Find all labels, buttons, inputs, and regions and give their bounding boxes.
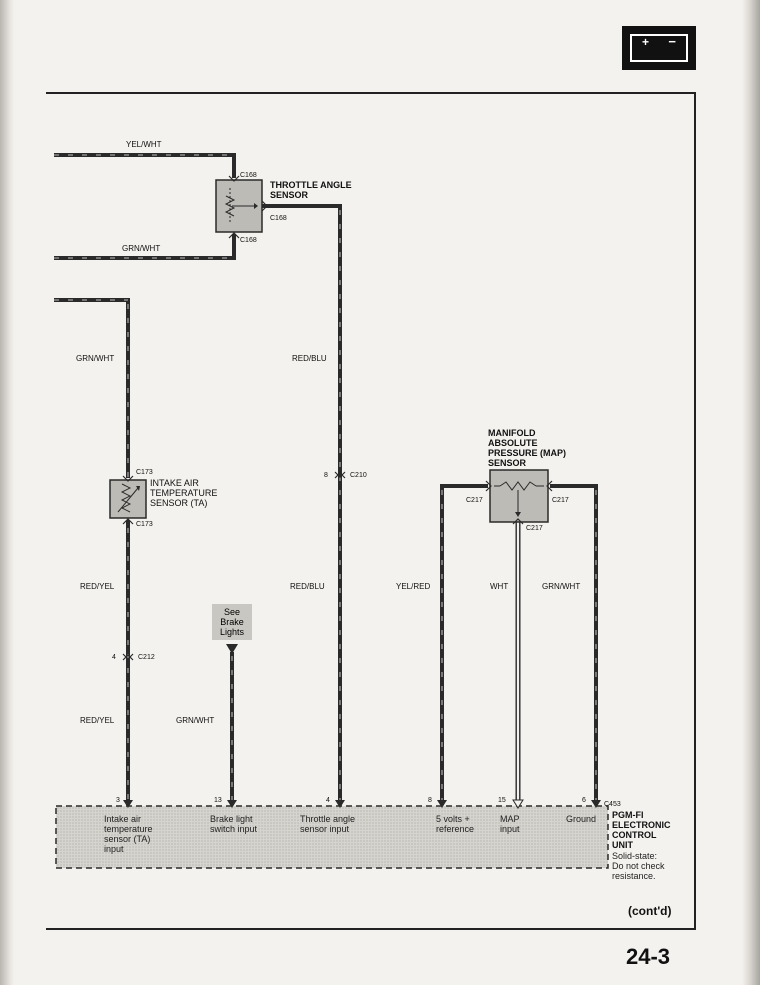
minus-icon: − — [668, 34, 676, 49]
wire-grn-wht-right — [550, 484, 598, 800]
ecu-note-2: Do not check — [612, 861, 665, 871]
frame-top-rule — [46, 92, 696, 94]
ecu-title-4: UNIT — [612, 840, 633, 850]
continued-label: (cont'd) — [628, 904, 672, 918]
ecu-input-throttle: Throttle angle sensor input — [300, 814, 355, 834]
wire-yel-red — [440, 484, 488, 800]
ecu-pin-15: 15 — [498, 797, 506, 804]
ecu-title-3: CONTROL — [612, 830, 657, 840]
ecu-pin-13: 13 — [214, 797, 222, 804]
connector-c217-a: C217 — [466, 497, 483, 504]
connector-c453: C453 — [604, 801, 621, 808]
map-sensor-label-4: SENSOR — [488, 458, 527, 468]
throttle-sensor-label-2: SENSOR — [270, 190, 309, 200]
ecu-note-3: resistance. — [612, 871, 656, 881]
see-brake-lights-reference[interactable]: See Brake Lights — [212, 604, 252, 640]
ecu-input-reference: 5 volts + reference — [436, 814, 474, 834]
wire-yel-wht — [54, 153, 236, 178]
wire-label-red-yel-upper: RED/YEL — [80, 582, 115, 591]
wire-label-grn-wht-brake: GRN/WHT — [176, 716, 215, 725]
ecu-pin-4: 4 — [326, 797, 330, 804]
connector-c210-pin: 8 — [324, 472, 328, 479]
wire-label-grn-wht-left: GRN/WHT — [76, 354, 115, 363]
frame-right-rule — [694, 92, 696, 930]
wire-grn-wht-left — [54, 298, 130, 478]
wire-label-red-yel-lower: RED/YEL — [80, 716, 115, 725]
page-edge-shadow — [742, 0, 760, 985]
connector-c168-b: C168 — [270, 215, 287, 222]
connector-c217-b: C217 — [552, 497, 569, 504]
connector-c168-c: C168 — [240, 237, 257, 244]
ecu-pin-6: 6 — [582, 797, 586, 804]
frame-bottom-rule — [46, 928, 696, 930]
connector-c217-c: C217 — [526, 525, 543, 532]
ecu-note-1: Solid-state: — [612, 851, 658, 861]
ecu-input-intake: Intake air temperature sensor (TA) input — [104, 814, 153, 854]
wire-label-yel-red: YEL/RED — [396, 582, 431, 591]
wire-label-red-blu-upper: RED/BLU — [292, 354, 327, 363]
connector-c173-b: C173 — [136, 521, 153, 528]
ecu-input-map-1: MAP — [500, 814, 520, 824]
iat-sensor-label-3: SENSOR (TA) — [150, 498, 208, 508]
map-sensor-label-2: ABSOLUTE — [488, 438, 538, 448]
see-line-2: Brake — [220, 617, 244, 627]
ecu-input-intake-3: sensor (TA) — [104, 834, 151, 844]
ecu-box — [56, 806, 608, 868]
ecu-title-1: PGM-FI — [612, 810, 644, 820]
ecu-input-intake-4: input — [104, 844, 124, 854]
ecu-input-brake-1: Brake light — [210, 814, 253, 824]
connector-c212-pin: 4 — [112, 654, 116, 661]
ecu-input-intake-1: Intake air — [104, 814, 142, 824]
ecu-pin-8: 8 — [428, 797, 432, 804]
ecu-input-ground: Ground — [566, 814, 597, 824]
wire-label-red-blu-lower: RED/BLU — [290, 582, 325, 591]
plus-icon: + — [642, 35, 650, 49]
ecu-input-throttle-2: sensor input — [300, 824, 350, 834]
throttle-sensor-label-1: THROTTLE ANGLE — [270, 180, 352, 190]
see-line-3: Lights — [219, 627, 245, 637]
ecu-input-brake: Brake light switch input — [210, 814, 257, 834]
wire-label-wht: WHT — [490, 582, 509, 591]
iat-sensor-label-2: TEMPERATURE — [150, 488, 218, 498]
wire-label-grn-wht-right: GRN/WHT — [542, 582, 581, 591]
ecu-input-map: MAP input — [500, 814, 520, 834]
connector-c168-a: C168 — [240, 172, 257, 179]
connector-c212: C212 — [138, 654, 155, 661]
wire-label-grn-wht-top: GRN/WHT — [122, 244, 161, 253]
ecu-input-intake-2: temperature — [104, 824, 153, 834]
brake-arrow — [226, 644, 238, 654]
iat-sensor-label-1: INTAKE AIR — [150, 478, 199, 488]
ecu-input-brake-2: switch input — [210, 824, 258, 834]
page-number: 24-3 — [626, 944, 671, 969]
map-sensor-label-1: MANIFOLD — [488, 428, 536, 438]
connector-c210: C210 — [350, 472, 367, 479]
intake-air-temperature-sensor — [109, 479, 147, 519]
page-binding-shadow — [0, 0, 14, 985]
connector-c173-a: C173 — [136, 469, 153, 476]
wire-label-yel-wht: YEL/WHT — [126, 140, 162, 149]
see-line-1: See — [223, 607, 240, 617]
ecu-pin-3: 3 — [116, 797, 120, 804]
ecu-input-throttle-1: Throttle angle — [300, 814, 356, 824]
ecu-input-ref-2: reference — [436, 824, 475, 834]
wire-red-blu — [262, 204, 342, 800]
ecu-title-2: ELECTRONIC — [612, 820, 671, 830]
ecu-input-map-2: input — [500, 824, 520, 834]
ecu-input-ref-1: 5 volts + — [436, 814, 470, 824]
battery-section-icon: + − — [622, 26, 696, 70]
map-sensor-label-3: PRESSURE (MAP) — [488, 448, 567, 458]
